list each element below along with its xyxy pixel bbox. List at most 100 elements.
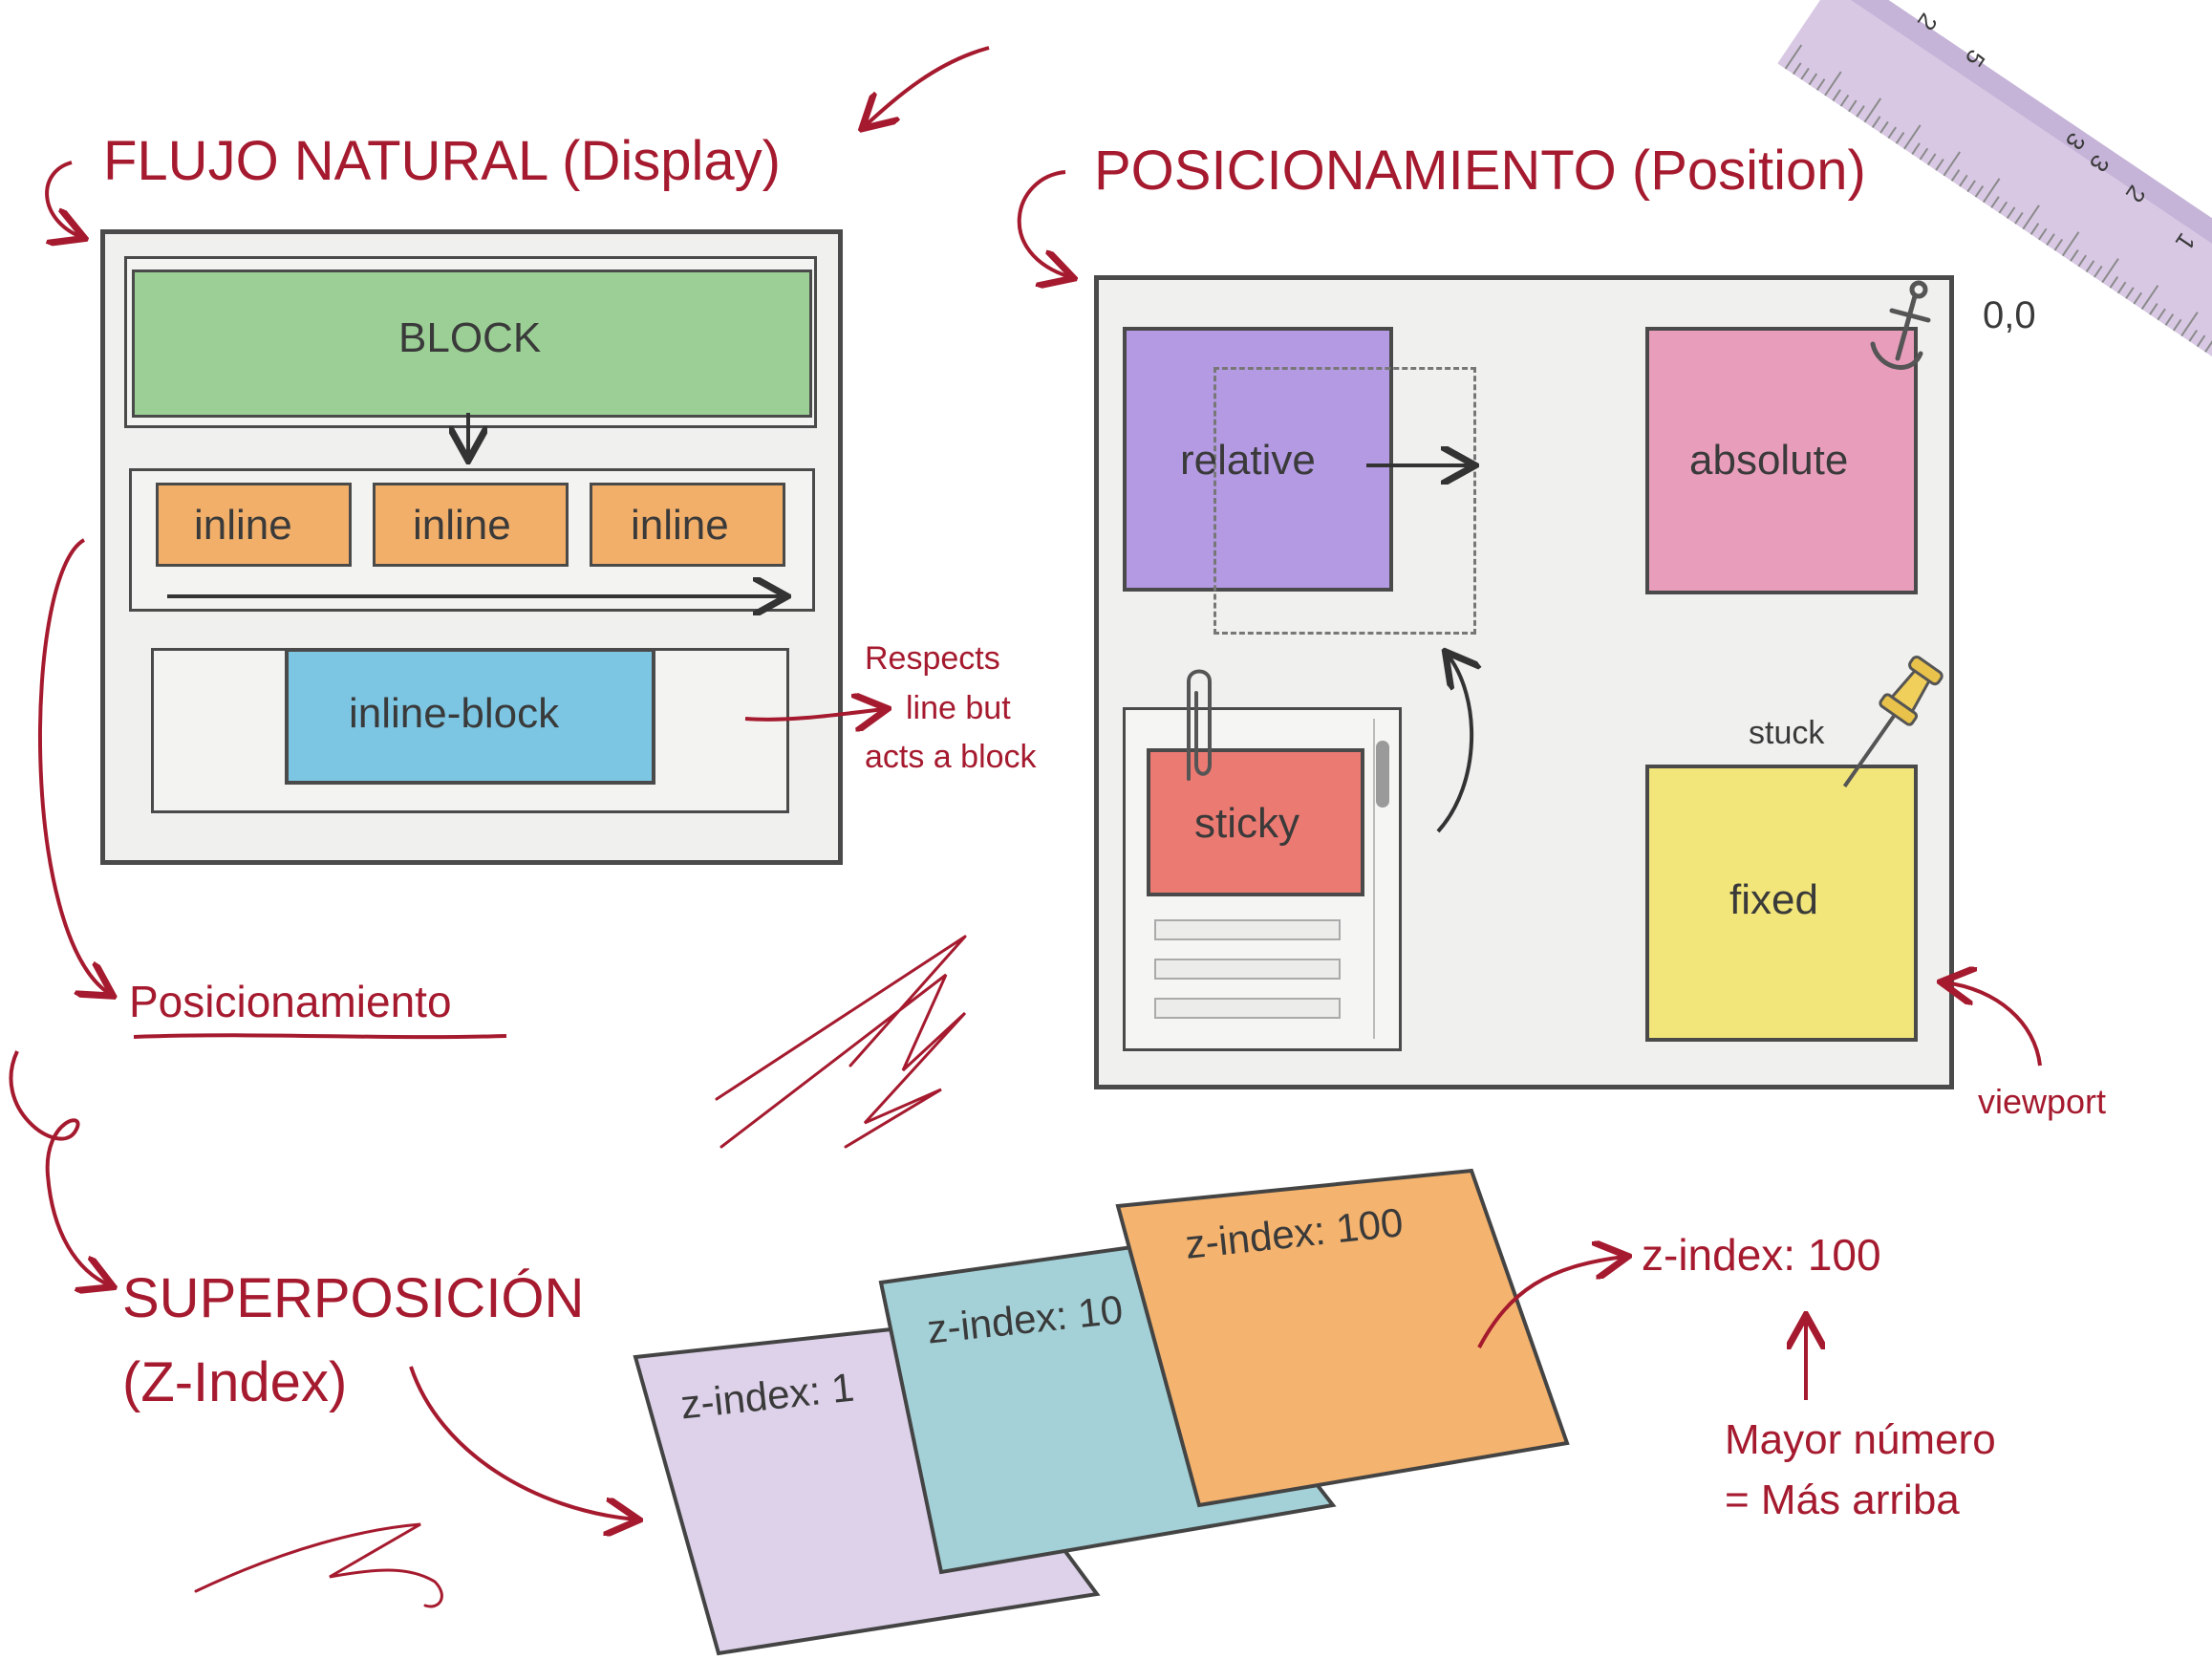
positioning-link-arrow	[37, 538, 110, 994]
inline-box	[590, 483, 785, 567]
ruler-tick	[1863, 97, 1882, 123]
zindex-loop-arrow	[9, 1050, 110, 1285]
ruler-tick	[2029, 223, 2040, 235]
ruler-tick	[2157, 308, 2166, 321]
ruler-tick	[2046, 233, 2055, 247]
ruler-tick	[2204, 340, 2212, 353]
ruler-tick	[1839, 94, 1850, 107]
ruler-tick	[1974, 184, 1985, 198]
ruler-tick	[1887, 126, 1897, 140]
ruler-tick	[1832, 89, 1841, 102]
zindex-subtitle: (Z-Index)	[122, 1351, 348, 1413]
block-box	[132, 269, 812, 418]
zindex-note: = Más arriba	[1725, 1477, 1960, 1523]
anchor-icon	[1870, 280, 1931, 370]
ruler-tick	[1919, 147, 1929, 161]
zindex-callout-arrow	[1477, 1257, 1624, 1348]
ruler-tick	[2006, 206, 2016, 220]
ruler-tick	[1911, 142, 1921, 155]
zindex-title-arrow	[409, 1366, 635, 1520]
ruler-tick	[1935, 158, 1944, 171]
scrollbar-thumb	[1376, 741, 1389, 808]
ruler-tick	[2053, 238, 2064, 251]
ruler-tick	[2014, 211, 2024, 225]
ruler-tick	[1871, 116, 1881, 128]
ruler-tick	[1808, 73, 1818, 86]
list-line	[1154, 998, 1341, 1019]
ruler-tick	[1784, 44, 1803, 70]
ruler-tick	[1926, 153, 1937, 166]
relative-label: relative	[1180, 437, 1316, 484]
ruler-tick	[2140, 285, 2159, 311]
ruler-tick	[2038, 227, 2048, 241]
pushpin-icon	[1842, 655, 1944, 787]
block-label: BLOCK	[398, 314, 542, 361]
scrollbar-track	[1373, 719, 1392, 1039]
ruler-tick	[2180, 312, 2199, 337]
ruler-tick	[1793, 62, 1802, 75]
ruler-tick	[2188, 329, 2199, 342]
ruler-tick	[2133, 291, 2142, 305]
zindex-callout: z-index: 100	[1642, 1230, 1881, 1280]
inline-block-note-arrow	[744, 709, 884, 720]
zindex-note: Mayor número	[1725, 1416, 1996, 1463]
ruler-tick	[2094, 265, 2103, 278]
inline-block-box	[285, 648, 655, 785]
ruler-tick	[2116, 281, 2127, 294]
ruler-tick	[1959, 174, 1968, 187]
stuck-label: stuck	[1749, 715, 1825, 751]
positioning-link-underline	[133, 1033, 507, 1040]
scribble-mid	[715, 935, 967, 1149]
ruler-tick	[1848, 99, 1858, 113]
sticky-scroll-arrow	[1436, 655, 1471, 833]
inline-label: inline	[631, 502, 729, 549]
position-title-arrow	[1017, 170, 1070, 277]
zindex-card-100	[1115, 1168, 1570, 1508]
ruler-tick	[2109, 276, 2119, 289]
ruler-icon	[1777, 0, 2212, 363]
ruler-tick	[1998, 201, 2008, 214]
absolute-box	[1645, 327, 1918, 594]
ruler-tick	[2125, 287, 2135, 299]
ruler-tick	[1824, 71, 1842, 97]
origin-label: 0,0	[1983, 294, 2036, 336]
inline-label: inline	[194, 502, 292, 549]
ruler-tick	[1950, 169, 1961, 182]
zindex-title: SUPERPOSICIÓN	[122, 1267, 585, 1329]
fixed-label: fixed	[1729, 876, 1818, 923]
ruler-tick	[1879, 120, 1889, 134]
zindex-card-1	[633, 1326, 1101, 1656]
ruler-tick	[1966, 180, 1976, 193]
positioning-link: Posicionamiento	[129, 977, 452, 1026]
sticky-label: sticky	[1194, 800, 1299, 847]
top-arrow	[865, 46, 990, 126]
scribble-bottom	[194, 1522, 443, 1608]
inline-box	[156, 483, 352, 567]
ruler-tick	[1903, 124, 1922, 150]
ruler-tick	[2061, 231, 2080, 257]
inline-box	[373, 483, 569, 567]
ruler-tick	[1800, 67, 1810, 80]
list-line	[1154, 919, 1341, 940]
relative-offset-outline	[1213, 367, 1476, 635]
display-title-arrow	[45, 161, 81, 237]
ruler-tick	[2070, 249, 2079, 262]
list-line	[1154, 959, 1341, 980]
inline-block-note: Respects	[865, 640, 1000, 677]
ruler-tick	[2085, 260, 2095, 272]
ruler-tick	[1982, 178, 2001, 204]
viewport-label: viewport	[1978, 1082, 2107, 1121]
fixed-box	[1645, 765, 1918, 1042]
ruler-tick	[2022, 205, 2040, 230]
inline-block-note: line but	[906, 690, 1011, 726]
display-title: FLUJO NATURAL (Display)	[103, 130, 781, 192]
ruler-tick	[1990, 196, 2000, 208]
ruler-tick	[1895, 132, 1905, 144]
ruler-tick	[2164, 313, 2175, 326]
absolute-label: absolute	[1689, 437, 1849, 484]
ruler-tick	[2172, 318, 2182, 332]
position-title: POSICIONAMIENTO (Position)	[1094, 140, 1866, 202]
